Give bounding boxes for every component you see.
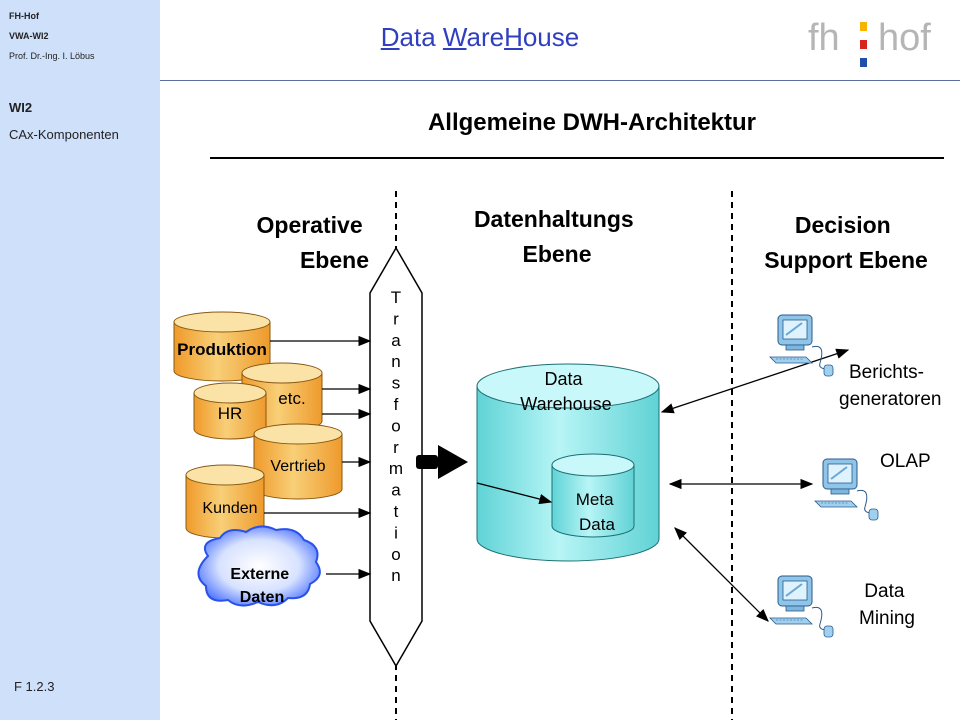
transformation-letter: n — [391, 566, 400, 585]
transformation-letter: r — [393, 309, 399, 328]
label-line: Data — [579, 515, 615, 534]
data-warehouse-label: Data Warehouse — [520, 369, 611, 414]
column-heading-decision: Decision Support Ebene — [764, 212, 928, 273]
tool-label-berichts: Berichts- generatoren — [839, 362, 941, 410]
logo-text-left: fh — [808, 17, 840, 59]
sidebar-author: Prof. Dr.-Ing. I. Löbus — [9, 51, 95, 61]
source-label: Vertrieb — [270, 458, 325, 475]
source-label: Produktion — [177, 340, 267, 359]
label-line: Mining — [859, 608, 915, 629]
transformation-letter: o — [391, 416, 400, 435]
label-line: Berichts- — [849, 362, 924, 383]
meta-arrow — [476, 482, 553, 505]
load-arrow — [416, 445, 468, 479]
heading-line: Ebene — [300, 247, 369, 273]
source-label: etc. — [278, 389, 305, 408]
label-line: Meta — [576, 490, 614, 509]
transformation-letter: r — [393, 438, 399, 457]
computer-icon — [769, 575, 834, 638]
title-part: H — [504, 22, 523, 52]
sidebar: FH-Hof VWA-WI2 Prof. Dr.-Ing. I. Löbus W… — [0, 0, 160, 720]
source-label: HR — [218, 404, 243, 423]
source-cylinder: Produktion — [173, 311, 271, 382]
transformation-letter: t — [394, 502, 399, 521]
transformation-letter: i — [394, 523, 398, 542]
title-part: D — [380, 22, 400, 52]
logo-mark-yellow — [860, 22, 867, 31]
column-heading-datenhaltung: Datenhaltungs Ebene — [474, 206, 640, 267]
heading-line: Operative — [257, 212, 363, 238]
label-line: generatoren — [839, 389, 941, 410]
transformation-letter: s — [392, 374, 401, 393]
title-part: W — [442, 22, 467, 52]
meta-data-label: Meta Data — [576, 490, 619, 534]
diagram-heading: Allgemeine DWH-Architektur — [428, 109, 756, 136]
label-line: Externe — [230, 566, 289, 583]
title-part: ouse — [522, 22, 580, 52]
transformation-box — [369, 246, 423, 668]
label-line: Warehouse — [520, 394, 611, 414]
external-data-cloud: Externe Daten — [197, 525, 321, 607]
computer-icon — [814, 458, 879, 521]
transformation-letter: a — [391, 331, 401, 350]
header-divider — [160, 80, 960, 81]
sidebar-course: VWA-WI2 — [9, 31, 49, 41]
transformation-letter: n — [391, 352, 400, 371]
page-title: Data WareHouse — [330, 22, 630, 53]
heading-line: Datenhaltungs — [474, 206, 634, 232]
tool-link-arrow — [660, 348, 850, 414]
column-heading-operative: Operative Ebene — [257, 212, 370, 273]
label-line: Data — [544, 369, 583, 389]
sidebar-org: FH-Hof — [9, 11, 39, 21]
logo-text-right: hof — [878, 17, 931, 59]
transformation-letter: m — [389, 459, 403, 478]
sidebar-section[interactable]: WI2 — [9, 100, 33, 115]
tool-label-olap: OLAP — [880, 451, 931, 472]
source-cylinder: Kunden — [185, 464, 265, 539]
transformation-letter: o — [391, 545, 400, 564]
tool-label-mining: Data Mining — [859, 581, 915, 629]
heading-line: Ebene — [522, 241, 591, 267]
meta-data-cylinder: Meta Data — [551, 453, 635, 538]
page-reference: F 1.2.3 — [14, 679, 55, 694]
tool-link-arrow — [674, 527, 769, 622]
transformation-letter: T — [391, 288, 401, 307]
dwh-architecture-diagram: Allgemeine DWH-Architektur Operative Ebe… — [173, 109, 944, 720]
heading-line: Support Ebene — [764, 247, 928, 273]
external-data-label: Externe Daten — [230, 566, 293, 606]
fh-hof-logo: fh hof — [808, 17, 931, 67]
computer-icon — [769, 314, 834, 377]
heading-line: Decision — [795, 212, 891, 238]
transformation-letter: a — [391, 481, 401, 500]
label-line: Daten — [240, 589, 284, 606]
logo-mark-blue — [860, 58, 867, 67]
source-label: Kunden — [202, 500, 257, 517]
title-part: are — [466, 22, 505, 52]
label-line: Data — [864, 581, 905, 602]
title-part: ata — [399, 22, 443, 52]
source-cylinder: Vertrieb — [253, 423, 343, 500]
transformation-letter: f — [394, 395, 399, 414]
logo-mark-red — [860, 40, 867, 49]
sidebar-topic[interactable]: CAx-Komponenten — [9, 127, 119, 142]
source-cylinder: HR — [193, 382, 267, 440]
